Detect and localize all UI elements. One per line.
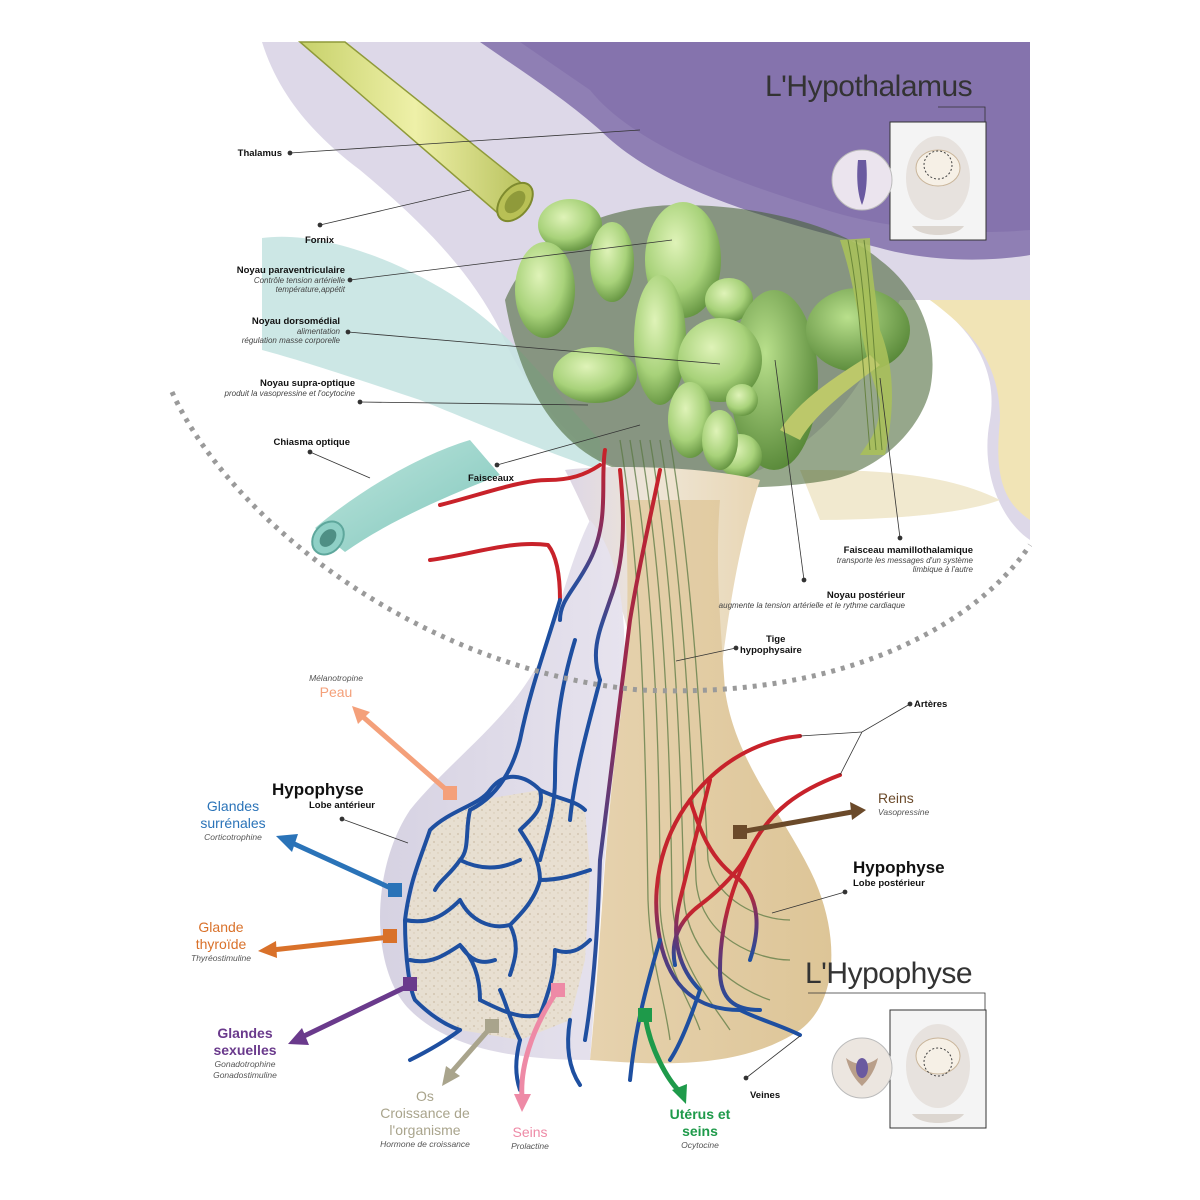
label-paraventriculaire: Noyau paraventriculaire Contrôle tension… (236, 265, 345, 294)
target-uterus: Utérus et seins Ocytocine (669, 1106, 731, 1150)
label-mamillothalamique: Faisceau mamillothalamique transporte le… (836, 545, 973, 574)
posterior-vessels (628, 734, 842, 1082)
target-surrenales: Glandes surrénales Corticotrophine (200, 798, 266, 842)
label-faisceaux: Faisceaux (468, 473, 514, 484)
mamillothalamic-tract (840, 238, 892, 455)
target-seins: Seins Prolactine (511, 1124, 549, 1151)
label-arteres: Artères (914, 699, 948, 710)
leader-lines (287, 106, 986, 1081)
title-hypophyse: L'Hypophyse (805, 957, 973, 990)
hypothalamus-inset (831, 121, 987, 241)
hypophyse-inset (831, 1009, 987, 1129)
target-sexuelles: Glandes sexuelles Gonadotrophine Gonados… (213, 1025, 277, 1080)
arrow-surrenales (287, 839, 398, 893)
label-veines: Veines (750, 1090, 781, 1101)
label-supraoptique: Noyau supra-optique produit la vasopress… (224, 378, 356, 398)
arrow-thyroide (269, 934, 393, 953)
arrow-uterus (642, 1012, 683, 1095)
dashed-boundary (169, 390, 1033, 694)
label-fornix: Fornix (305, 235, 335, 246)
label-thalamus: Thalamus (237, 148, 282, 159)
label-tige: Tige hypophysaire (740, 634, 802, 656)
arrow-peau (359, 713, 453, 796)
nuclei-group (515, 199, 910, 478)
label-chiasma: Chiasma optique (273, 437, 350, 448)
arrow-seins (519, 987, 561, 1101)
target-thyroide: Glande thyroïde Thyréostimuline (191, 919, 251, 963)
arrow-reins (737, 809, 855, 835)
hormone-arrows (258, 706, 866, 1112)
yellow-membrane (930, 300, 1030, 520)
label-dorsomedial: Noyau dorsomédial alimentation régulatio… (241, 316, 340, 345)
arrow-os (447, 1023, 495, 1077)
label-hypophyse-posterieur: Hypophyse Lobe postérieur (853, 858, 945, 889)
teal-membrane (262, 236, 600, 470)
target-peau: Mélanotropine Peau (309, 673, 363, 700)
title-hypothalamus: L'Hypothalamus (765, 70, 973, 103)
arrow-sexuelles (299, 982, 413, 1040)
label-hypophyse-anterieur: Hypophyse Lobe antérieur (272, 780, 375, 811)
label-posterieur: Noyau postérieur augmente la tension art… (718, 590, 905, 610)
target-reins: Reins Vasopressine (878, 790, 930, 817)
optic-chiasma (315, 440, 500, 552)
target-os: Os Croissance de l'organisme Hormone de … (380, 1088, 470, 1149)
